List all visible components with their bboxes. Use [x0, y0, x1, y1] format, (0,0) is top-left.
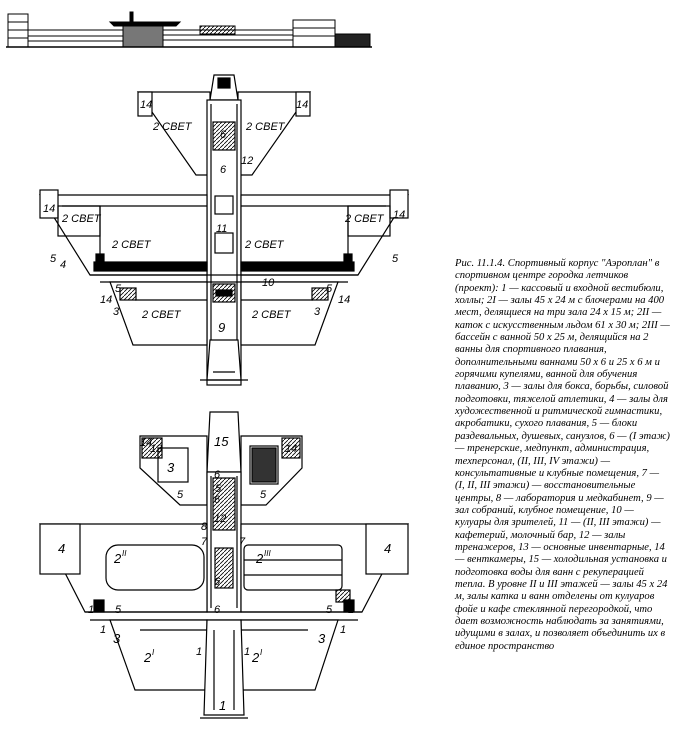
label-3: 3 [113, 631, 121, 646]
label-15: 15 [214, 434, 229, 449]
lower-plan-labels: 15 14 14 13 3 3 3 6 6 6 6 5 5 5 5 5 12 8… [58, 434, 391, 713]
label-sup-ii: II [122, 549, 127, 558]
label-11: 11 [216, 223, 227, 235]
label-14: 14 [43, 203, 55, 215]
upper-floor-plan [38, 74, 410, 386]
label-6: 6 [214, 576, 221, 588]
label-14: 14 [338, 294, 350, 306]
label-4: 4 [384, 541, 391, 556]
label-6: 6 [220, 164, 227, 176]
figure-caption: Рис. 11.1.4. Спортивный корпус "Аэроплан… [455, 258, 670, 652]
label-12: 12 [241, 155, 253, 167]
label-9: 9 [218, 320, 225, 335]
label-2-svet: 2 СВЕТ [344, 213, 385, 225]
label-10: 10 [262, 277, 275, 289]
label-5: 5 [115, 604, 122, 616]
label-5: 5 [50, 253, 57, 265]
label-6: 6 [214, 469, 221, 481]
label-5: 5 [215, 483, 222, 495]
label-1: 1 [348, 604, 354, 616]
label-sup-i: I [260, 648, 263, 657]
label-14: 14 [140, 437, 152, 449]
label-4: 4 [60, 259, 66, 271]
label-3: 3 [318, 631, 326, 646]
label-2-iii: 2 [255, 551, 264, 566]
label-2-i: 2 [251, 650, 260, 665]
upper-plan-labels: 2 СВЕТ 2 СВЕТ 2 СВЕТ 2 СВЕТ 2 СВЕТ 2 СВЕ… [43, 99, 405, 335]
label-12: 12 [214, 513, 226, 525]
lower-floor-plan [39, 411, 409, 719]
label-4: 4 [58, 541, 65, 556]
label-3: 3 [314, 306, 321, 318]
label-1: 1 [196, 646, 202, 658]
label-6: 6 [214, 604, 221, 616]
label-5: 5 [115, 283, 122, 295]
label-5: 5 [392, 253, 399, 265]
label-13: 13 [150, 443, 163, 455]
label-1: 1 [340, 624, 346, 636]
label-2-svet: 2 СВЕТ [245, 121, 286, 133]
label-14: 14 [296, 99, 308, 111]
label-5: 5 [326, 604, 333, 616]
label-sup-i: I [152, 648, 155, 657]
label-3: 3 [167, 460, 175, 475]
label-14: 14 [285, 443, 297, 455]
building-elevation [6, 11, 372, 48]
label-6: 6 [220, 129, 227, 141]
label-1: 1 [100, 624, 106, 636]
label-14: 14 [393, 209, 405, 221]
label-7: 7 [239, 536, 246, 548]
label-sup-iii: III [264, 549, 271, 558]
label-1: 1 [244, 646, 250, 658]
label-2-svet: 2 СВЕТ [251, 309, 292, 321]
label-5: 5 [260, 489, 267, 501]
label-2-ii: 2 [113, 551, 122, 566]
label-7: 7 [201, 536, 208, 548]
label-2-svet: 2 СВЕТ [152, 121, 193, 133]
label-2-svet: 2 СВЕТ [111, 239, 152, 251]
label-14: 14 [100, 294, 112, 306]
label-2-i: 2 [143, 650, 152, 665]
label-5: 5 [177, 489, 184, 501]
label-14: 14 [140, 99, 152, 111]
label-2-svet: 2 СВЕТ [141, 309, 182, 321]
label-1: 1 [219, 698, 226, 713]
label-6: 6 [214, 494, 221, 506]
label-3: 3 [113, 306, 120, 318]
label-5: 5 [326, 283, 333, 295]
label-2-svet: 2 СВЕТ [61, 213, 102, 225]
label-8: 8 [201, 521, 208, 533]
label-2-svet: 2 СВЕТ [244, 239, 285, 251]
label-1: 1 [88, 604, 94, 616]
